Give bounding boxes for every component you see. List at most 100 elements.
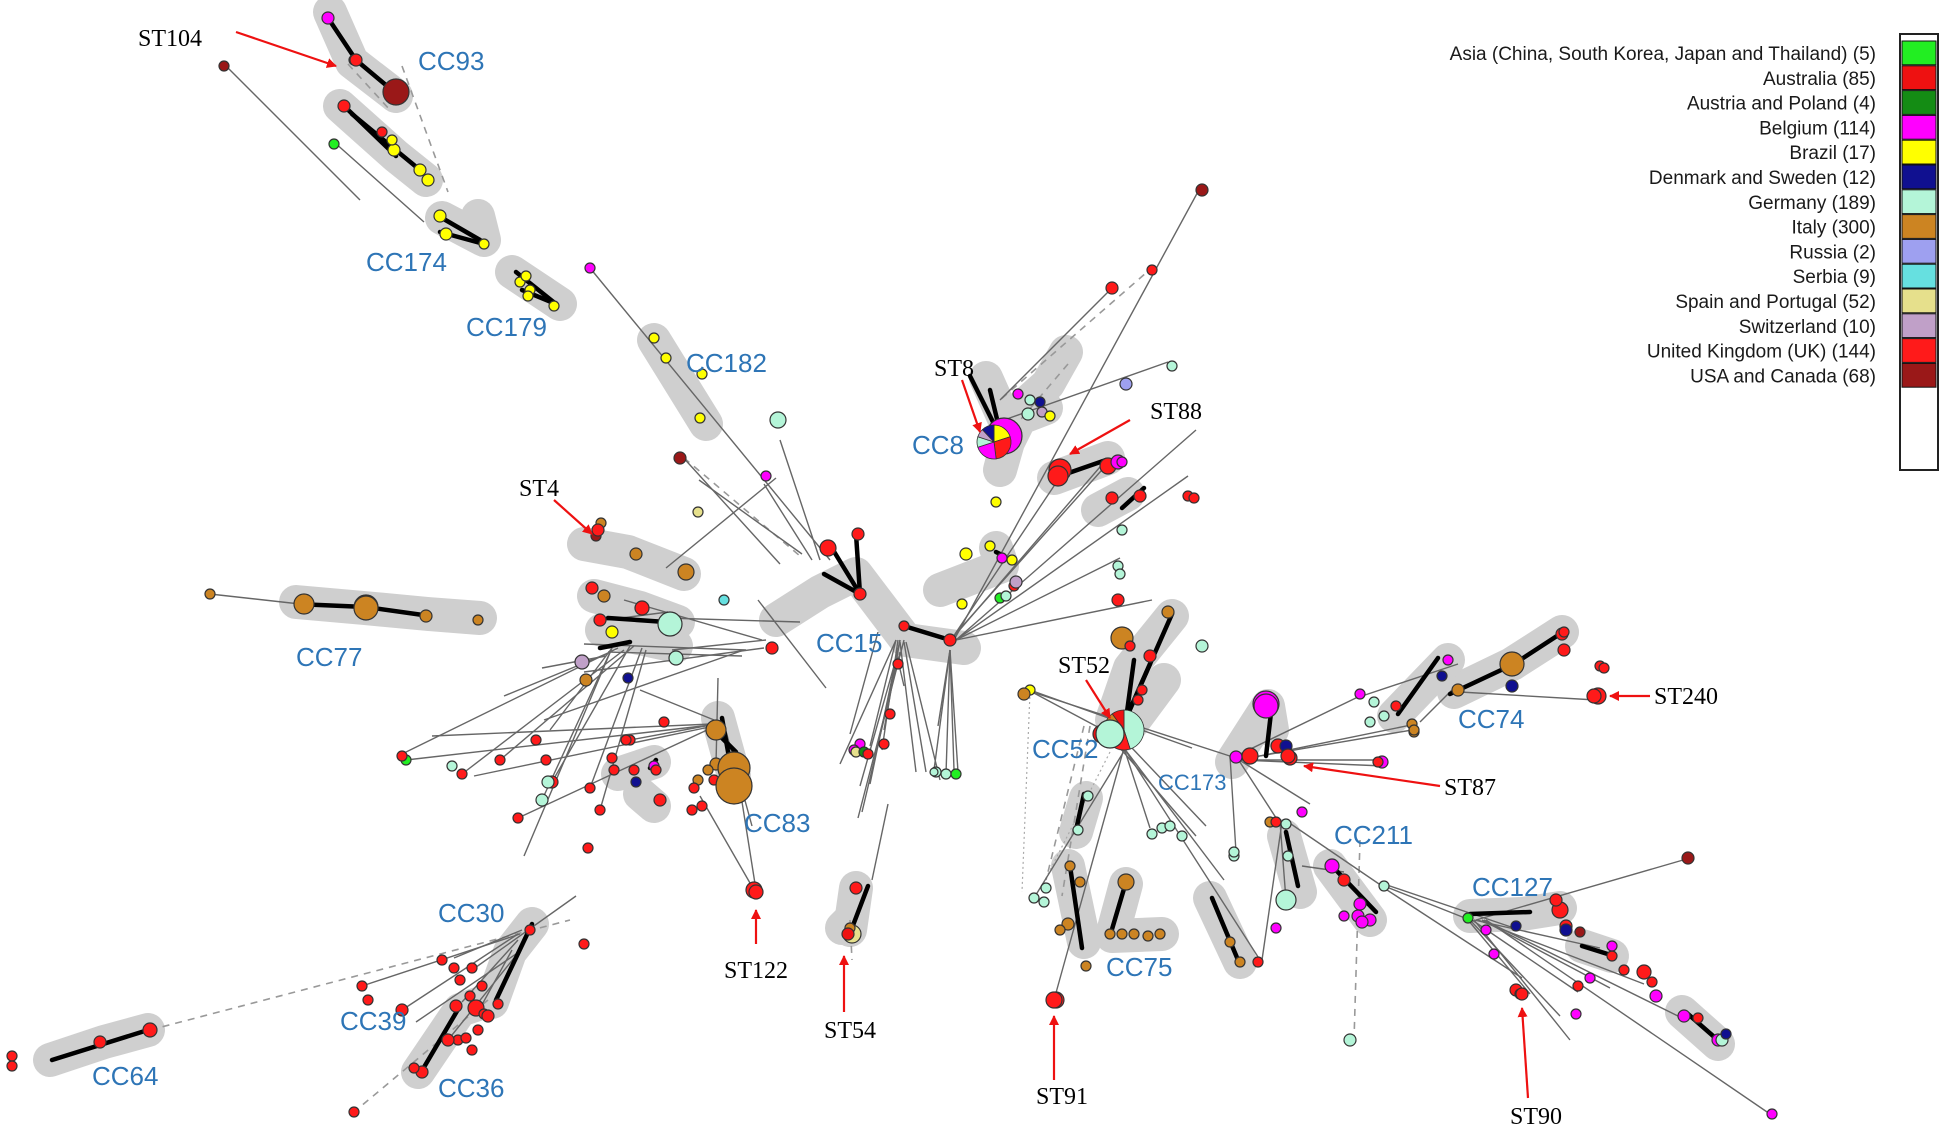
st-node: [1574, 926, 1586, 938]
st-node: [608, 764, 620, 776]
st-node: [630, 776, 642, 788]
st-node: [990, 496, 1002, 508]
st-node: [1061, 917, 1075, 931]
cc83-label: CC83: [744, 808, 810, 838]
st-node: [540, 754, 552, 766]
st-node: [1034, 396, 1046, 408]
st-node: [1677, 1009, 1691, 1023]
st-node: [1296, 806, 1308, 818]
st-node: [6, 1050, 18, 1062]
link: [937, 649, 951, 727]
st-node: [579, 673, 593, 687]
cc-halo: [993, 335, 1083, 435]
st-node: [1343, 1033, 1357, 1047]
link: [1235, 755, 1281, 825]
link: [861, 651, 901, 813]
cc74-label: CC74: [1458, 704, 1524, 734]
st-node: [1009, 575, 1023, 589]
cc179-label: CC179: [466, 312, 547, 342]
st4-node: [591, 523, 605, 537]
st-node: [692, 506, 704, 518]
st-node: [1372, 756, 1384, 768]
germany-node: [1095, 719, 1125, 749]
st-node: [1146, 828, 1158, 840]
st-node: [494, 754, 506, 766]
link: [1383, 887, 1523, 979]
cc83-founder-node: [715, 767, 753, 805]
legend-entry: Switzerland (10): [1739, 317, 1876, 338]
st-node: [1584, 972, 1596, 984]
st-node: [1116, 928, 1128, 940]
link: [1279, 821, 1287, 901]
st-node: [1142, 930, 1154, 942]
link: [1355, 663, 1459, 699]
st-node: [1436, 670, 1448, 682]
st-node: [456, 768, 468, 780]
link: [523, 647, 613, 857]
st91-label: ST91: [1036, 1084, 1088, 1110]
st-node: [1549, 893, 1563, 907]
link: [461, 649, 625, 775]
link: [541, 655, 607, 669]
cc127-label: CC127: [1472, 872, 1553, 902]
st-node: [1000, 590, 1012, 602]
st-node: [337, 99, 351, 113]
st-node: [1280, 818, 1292, 830]
link: [1209, 895, 1241, 963]
link: [473, 723, 725, 777]
link: [955, 599, 1153, 641]
link: [1485, 919, 1771, 1115]
cc-halo: [825, 905, 865, 945]
st-labels: ST104 ST8 ST88 ST4 ST52 ST240 ST87 ST122…: [138, 26, 1718, 1129]
st52-label: ST52: [1058, 653, 1110, 679]
st-node: [622, 672, 634, 684]
link: [905, 641, 941, 781]
link: [999, 285, 1115, 401]
pointer-arrow: [553, 499, 593, 535]
legend-entry: Italy (300): [1792, 218, 1876, 239]
st122-label: ST122: [724, 958, 788, 984]
cc75-label: CC75: [1106, 952, 1172, 982]
link: [1235, 757, 1311, 805]
link: [853, 531, 863, 597]
link: [333, 141, 425, 223]
link: [221, 61, 361, 201]
st87-node: [1280, 748, 1296, 764]
st-node: [1355, 915, 1369, 929]
st-node: [1161, 605, 1175, 619]
link: [1475, 857, 1691, 921]
link: [1287, 821, 1383, 887]
st-node: [996, 552, 1008, 564]
st-node: [1114, 568, 1126, 580]
st-node: [584, 262, 596, 274]
st-node: [1270, 922, 1282, 934]
link: [849, 631, 879, 735]
st8-label: ST8: [934, 356, 974, 382]
st-node: [851, 527, 865, 541]
st-node: [204, 588, 216, 600]
link: [405, 723, 721, 761]
link: [639, 689, 725, 725]
thin-links: [209, 61, 1771, 1115]
sequence-type-nodes: [6, 11, 1778, 1120]
st-node: [1234, 956, 1246, 968]
st-node: [1132, 694, 1144, 706]
st-node: [585, 581, 599, 595]
st-node: [1681, 851, 1695, 865]
link: [821, 571, 863, 597]
st-node: [1570, 1008, 1582, 1020]
st-node: [1116, 456, 1128, 468]
cc173-label: CC173: [1158, 770, 1226, 795]
st-arrows: [235, 30, 1650, 1099]
link: [1239, 759, 1385, 767]
legend-entry: Serbia (9): [1793, 267, 1876, 288]
link: [439, 215, 483, 243]
st-node: [660, 352, 672, 364]
legend-entry: Austria and Poland (4): [1687, 94, 1876, 115]
st-node: [657, 611, 683, 637]
st-node: [522, 290, 534, 302]
st-node: [940, 768, 952, 780]
st-node: [362, 994, 374, 1006]
link: [665, 617, 801, 623]
st-node: [1559, 923, 1573, 937]
